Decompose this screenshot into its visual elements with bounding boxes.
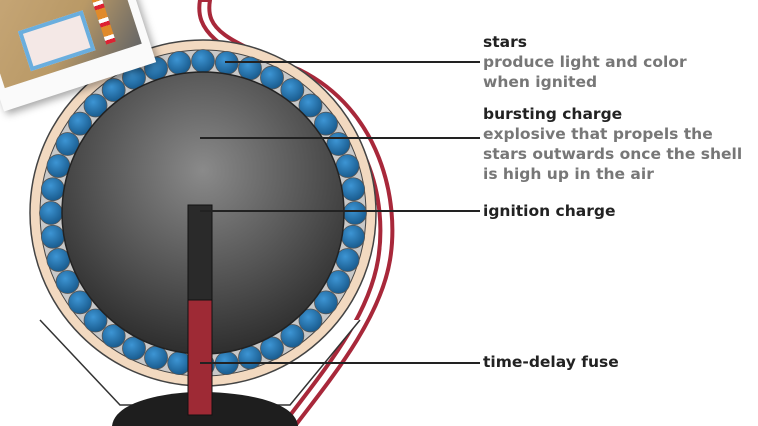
star — [260, 336, 284, 361]
label-desc: is high up in the air — [483, 165, 654, 183]
star — [335, 248, 360, 272]
star — [68, 111, 92, 136]
label-desc: produce light and color — [483, 53, 687, 71]
label-title: ignition charge — [483, 202, 616, 220]
label-stars: stars produce light and color when ignit… — [483, 32, 687, 92]
star — [298, 308, 323, 333]
star — [46, 248, 71, 272]
time-delay-fuse — [187, 299, 213, 416]
star — [326, 270, 351, 294]
star — [101, 324, 126, 348]
star — [40, 224, 65, 249]
label-desc: when ignited — [483, 73, 598, 91]
star — [40, 177, 65, 202]
star — [298, 93, 323, 118]
label-title: stars — [483, 33, 527, 51]
star — [167, 50, 192, 75]
star — [55, 132, 80, 156]
star — [68, 290, 92, 315]
star — [238, 345, 262, 370]
star — [280, 324, 305, 348]
label-desc: stars outwards once the shell — [483, 145, 743, 163]
star — [144, 345, 168, 370]
star — [335, 154, 360, 178]
star — [191, 49, 215, 73]
star — [314, 111, 338, 136]
star — [314, 290, 338, 315]
star — [39, 201, 63, 225]
ignition-charge — [187, 204, 213, 301]
label-time-delay-fuse: time-delay fuse — [483, 352, 619, 372]
star — [46, 154, 71, 178]
label-title: time-delay fuse — [483, 353, 619, 371]
star — [83, 93, 108, 118]
label-title: bursting charge — [483, 105, 623, 123]
label-desc: explosive that propels the — [483, 125, 713, 143]
star — [83, 308, 108, 333]
star — [238, 56, 262, 81]
star — [341, 224, 366, 249]
star — [167, 351, 192, 376]
label-ignition-charge: ignition charge — [483, 201, 616, 221]
star — [122, 336, 146, 361]
star — [260, 65, 284, 90]
star — [55, 270, 80, 294]
star — [341, 177, 366, 202]
star — [101, 78, 126, 102]
star — [280, 78, 305, 102]
label-bursting-charge: bursting charge explosive that propels t… — [483, 104, 742, 184]
star — [343, 201, 367, 225]
